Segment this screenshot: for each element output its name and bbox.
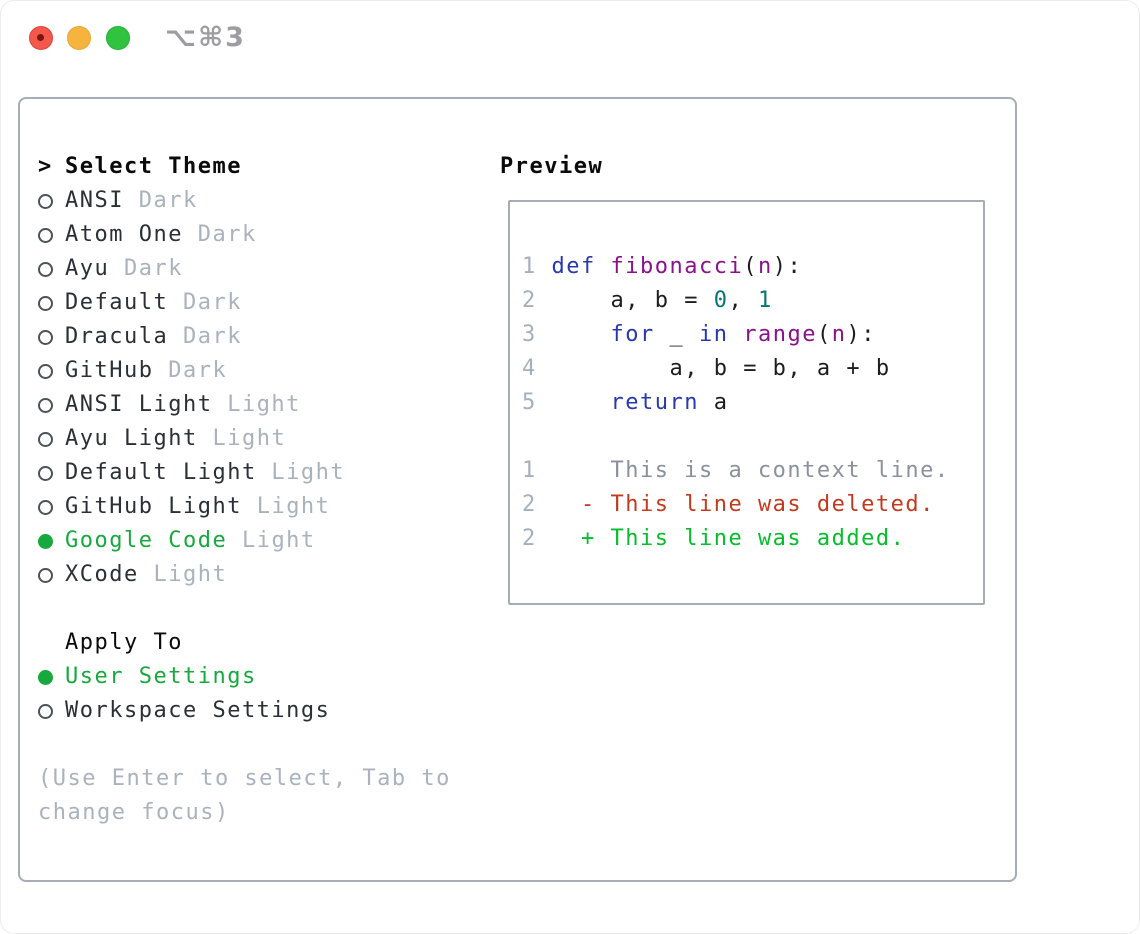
zoom-button[interactable] xyxy=(106,26,130,50)
radio-icon xyxy=(38,499,65,515)
window-shortcut-label: ⌥⌘3 xyxy=(165,22,246,53)
theme-name: Default Light xyxy=(65,460,257,485)
theme-option-default-light[interactable]: Default Light Light xyxy=(38,456,451,490)
spacer xyxy=(38,728,451,762)
radio-icon xyxy=(38,703,65,719)
apply-option-workspace-settings[interactable]: Workspace Settings xyxy=(38,694,451,728)
spacer xyxy=(38,592,451,626)
radio-icon xyxy=(38,363,65,379)
theme-option-ayu-light[interactable]: Ayu Light Light xyxy=(38,422,451,456)
theme-name: ANSI xyxy=(65,188,124,213)
radio-icon xyxy=(38,465,65,481)
theme-name: GitHub xyxy=(65,358,154,383)
theme-option-ansi-light[interactable]: ANSI Light Light xyxy=(38,388,451,422)
minimize-button[interactable] xyxy=(67,26,91,50)
radio-icon xyxy=(38,431,65,447)
theme-variant: Dark xyxy=(109,256,183,281)
apply-option-user-settings[interactable]: User Settings xyxy=(38,660,451,694)
theme-name: ANSI Light xyxy=(65,392,213,417)
theme-option-ayu[interactable]: Ayu Dark xyxy=(38,252,451,286)
theme-variant: Light xyxy=(138,562,228,587)
radio-icon xyxy=(38,295,65,311)
close-button[interactable] xyxy=(29,26,53,50)
theme-option-github-light[interactable]: GitHub Light Light xyxy=(38,490,451,524)
theme-variant: Light xyxy=(256,460,346,485)
radio-icon xyxy=(38,261,65,277)
theme-variant: Dark xyxy=(123,188,198,213)
theme-variant: Dark xyxy=(168,290,242,315)
close-dot-icon xyxy=(37,34,44,41)
theme-variant: Dark xyxy=(182,222,257,247)
theme-option-xcode[interactable]: XCode Light xyxy=(38,558,451,592)
theme-variant: Light xyxy=(227,528,316,553)
theme-name: GitHub Light xyxy=(65,494,242,519)
theme-name: Ayu Light xyxy=(65,426,198,451)
help-text-line-1: (Use Enter to select, Tab to xyxy=(38,766,451,791)
theme-option-github[interactable]: GitHub Dark xyxy=(38,354,451,388)
preview-code-block: 1 def fibonacci(n): 2 a, b = 0, 1 3 for … xyxy=(522,254,950,551)
theme-variant: Dark xyxy=(153,358,228,383)
preview-pane: 1 def fibonacci(n): 2 a, b = 0, 1 3 for … xyxy=(508,200,985,605)
apply-to-header: Apply To xyxy=(38,626,451,660)
theme-name: Default xyxy=(65,290,169,315)
theme-name: Google Code xyxy=(65,528,228,553)
theme-variant: Light xyxy=(241,494,331,519)
radio-icon xyxy=(38,397,65,413)
theme-name: XCode xyxy=(65,562,139,587)
theme-name: Atom One xyxy=(65,222,183,247)
radio-selected-icon xyxy=(38,533,65,549)
select-theme-title: Select Theme xyxy=(65,154,242,179)
apply-to-title: Apply To xyxy=(65,630,183,655)
selection-caret-icon: > xyxy=(38,154,53,179)
radio-icon xyxy=(38,227,65,243)
titlebar: ⌥⌘3 xyxy=(0,0,1140,75)
theme-variant: Dark xyxy=(168,324,242,349)
apply-option-label: Workspace Settings xyxy=(65,698,331,723)
preview-title: Preview xyxy=(500,154,604,179)
help-text-line-2: change focus) xyxy=(38,800,230,825)
theme-option-default[interactable]: Default Dark xyxy=(38,286,451,320)
theme-variant: Light xyxy=(197,426,287,451)
radio-selected-icon xyxy=(38,669,65,685)
theme-name: Ayu xyxy=(65,256,110,281)
radio-icon xyxy=(38,329,65,345)
theme-variant: Light xyxy=(212,392,301,417)
apply-option-label: User Settings xyxy=(65,664,257,689)
theme-option-google-code[interactable]: Google Code Light xyxy=(38,524,451,558)
select-theme-header: > Select Theme xyxy=(38,150,451,184)
radio-icon xyxy=(38,567,65,583)
radio-icon xyxy=(38,193,65,209)
theme-option-atom-one[interactable]: Atom One Dark xyxy=(38,218,451,252)
theme-option-ansi[interactable]: ANSI Dark xyxy=(38,184,451,218)
theme-name: Dracula xyxy=(65,324,169,349)
theme-option-dracula[interactable]: Dracula Dark xyxy=(38,320,451,354)
